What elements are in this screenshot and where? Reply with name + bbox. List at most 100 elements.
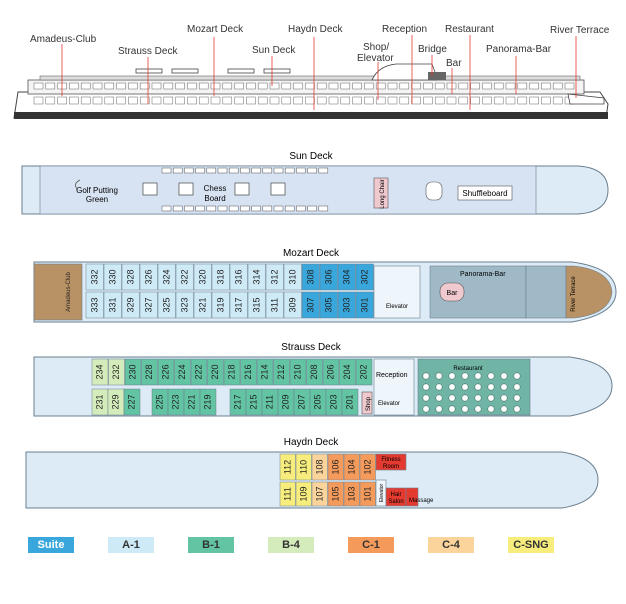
profile-window: [505, 82, 516, 90]
profile-window-lower: [234, 96, 244, 105]
restaurant-table: [422, 383, 430, 391]
strauss-top-cabin: [141, 358, 158, 386]
profile-window-lower: [69, 96, 79, 105]
sun-chess-label-2: Board: [204, 194, 225, 203]
profile-window-lower: [493, 96, 504, 105]
strauss-bottom-cabin-number: 211: [264, 395, 274, 409]
sun-chess-label-1: Chess: [204, 184, 227, 193]
mozart-bottom-cabin: [247, 291, 266, 319]
sun-lounger: [184, 167, 194, 174]
restaurant-table: [487, 405, 495, 413]
mozart-top-cabin: [265, 263, 284, 291]
mozart-bottom-cabin: [139, 291, 158, 319]
mozart-top-cabin-number: 314: [251, 269, 261, 284]
label-elevator: Elevator: [357, 53, 394, 64]
restaurant-table: [474, 383, 482, 391]
profile-window: [564, 82, 575, 90]
profile-bridge: [428, 72, 446, 80]
river-terrace-label: River Terrace: [571, 276, 577, 312]
restaurant-table: [474, 394, 482, 402]
profile-window: [446, 82, 457, 90]
profile-window-lower: [505, 96, 516, 105]
restaurant-table: [448, 383, 456, 391]
profile-window: [128, 82, 138, 90]
profile-window-lower: [352, 96, 362, 105]
mozart-top-cabin: [229, 263, 248, 291]
restaurant-table: [448, 372, 456, 380]
profile-window: [175, 82, 185, 90]
haydn-bottom-cabin-number: 101: [362, 486, 372, 501]
profile-window: [69, 82, 79, 90]
mozart-bottom-cabin: [283, 291, 302, 319]
profile-window: [470, 82, 480, 90]
profile-window-lower: [198, 96, 209, 105]
golf-green-outline: [75, 179, 81, 191]
profile-window: [529, 82, 539, 90]
sun-lounger: [284, 205, 295, 212]
sun-lounger: [195, 167, 205, 174]
sun-tables: [142, 182, 286, 196]
mozart-bottom-cabin: [157, 291, 176, 319]
profile-window: [139, 82, 150, 90]
legend-c4: C-4: [428, 537, 474, 553]
label-amadeus-club: Amadeus-Club: [30, 34, 97, 45]
profile-window: [458, 82, 469, 90]
strauss-top-cabin: [339, 358, 356, 386]
profile-window-lower: [257, 96, 268, 105]
mozart-bottom-cabin-number: 327: [143, 297, 153, 312]
sun-lounger: [161, 167, 172, 174]
profile-window: [340, 82, 351, 90]
sun-lounger: [240, 205, 250, 212]
profile-wheelhouse: [371, 63, 439, 81]
strauss-bottom-cabin-number: 225: [154, 394, 164, 409]
haydn-elevator-label: Elevator: [379, 483, 385, 502]
profile-window-lower: [411, 96, 421, 105]
restaurant-tables: [422, 372, 521, 413]
profile-window-lower: [399, 96, 410, 105]
restaurant-table: [487, 394, 495, 402]
mozart-bottom-cabin: [319, 291, 338, 319]
profile-window-lower: [375, 96, 386, 105]
strauss-top-cabin-number: 222: [194, 364, 204, 379]
fitness-label-2: Room: [383, 464, 399, 470]
mozart-bottom-cabin-number: 333: [89, 297, 99, 312]
restaurant-table: [487, 383, 495, 391]
mozart-top-cabin-number: 328: [125, 269, 135, 284]
label-mozart-deck: Mozart Deck: [187, 24, 244, 35]
profile-window-lower: [57, 96, 67, 105]
haydn-top-cabin: [295, 453, 312, 481]
profile-window: [328, 82, 339, 90]
sun-lounger: [251, 205, 261, 212]
profile-window: [399, 82, 410, 90]
strauss-top-cabin: [157, 358, 175, 386]
profile-sun-rail: [39, 75, 581, 81]
profile-window: [517, 82, 528, 90]
haydn-top-cabin-number: 110: [298, 460, 308, 474]
haydn-bottom-cabin: [327, 481, 344, 507]
mozart-top-cabin: [193, 263, 212, 291]
profile-awnings: [135, 68, 291, 74]
profile-window-lower: [45, 96, 56, 105]
profile-window: [434, 82, 445, 90]
profile-window-lower: [246, 96, 256, 105]
mozart-top-cabin-number: 326: [143, 269, 153, 284]
haydn-bottom-cabin: [295, 481, 312, 507]
mozart-top-cabin-number: 308: [305, 269, 315, 284]
haydn-top-cabin: [359, 453, 376, 481]
sun-lounger: [228, 205, 239, 212]
strauss-top-cabin: [273, 358, 290, 386]
haydn-bottom-cabin: [279, 481, 296, 507]
haydn-bottom-cabin-number: 105: [330, 486, 340, 501]
restaurant-table: [448, 405, 456, 413]
mozart-bottom-cabin-number: 329: [125, 297, 135, 312]
haydn-top-cabin: [279, 453, 296, 481]
mozart-top-cabin-number: 330: [107, 269, 117, 284]
bar-counter: [439, 282, 465, 302]
restaurant-table: [500, 383, 508, 391]
strauss-bottom-cabin: [199, 388, 217, 416]
mozart-top-cabin: [319, 263, 338, 291]
strauss-top-cabin-number: 232: [111, 364, 121, 379]
profile-window: [352, 82, 362, 90]
